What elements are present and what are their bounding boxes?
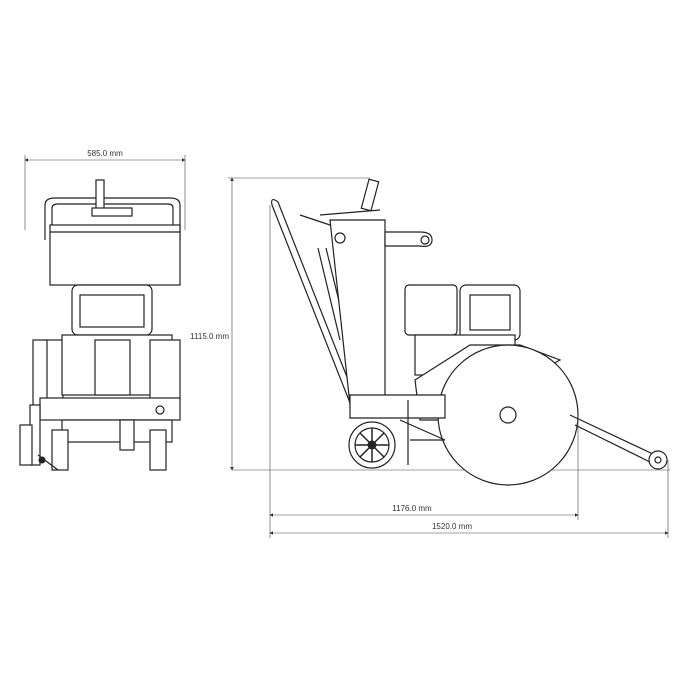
front-width-label: 585.0 mm [87, 149, 123, 158]
side-view: 1115.0 mm [190, 177, 670, 538]
overall-length-label: 1520.0 mm [432, 522, 472, 531]
blade [437, 344, 579, 486]
front-view: 585.0 mm [19, 149, 186, 471]
wheelbase-label: 1176.0 mm [392, 504, 432, 513]
height-label: 1115.0 mm [190, 332, 229, 341]
